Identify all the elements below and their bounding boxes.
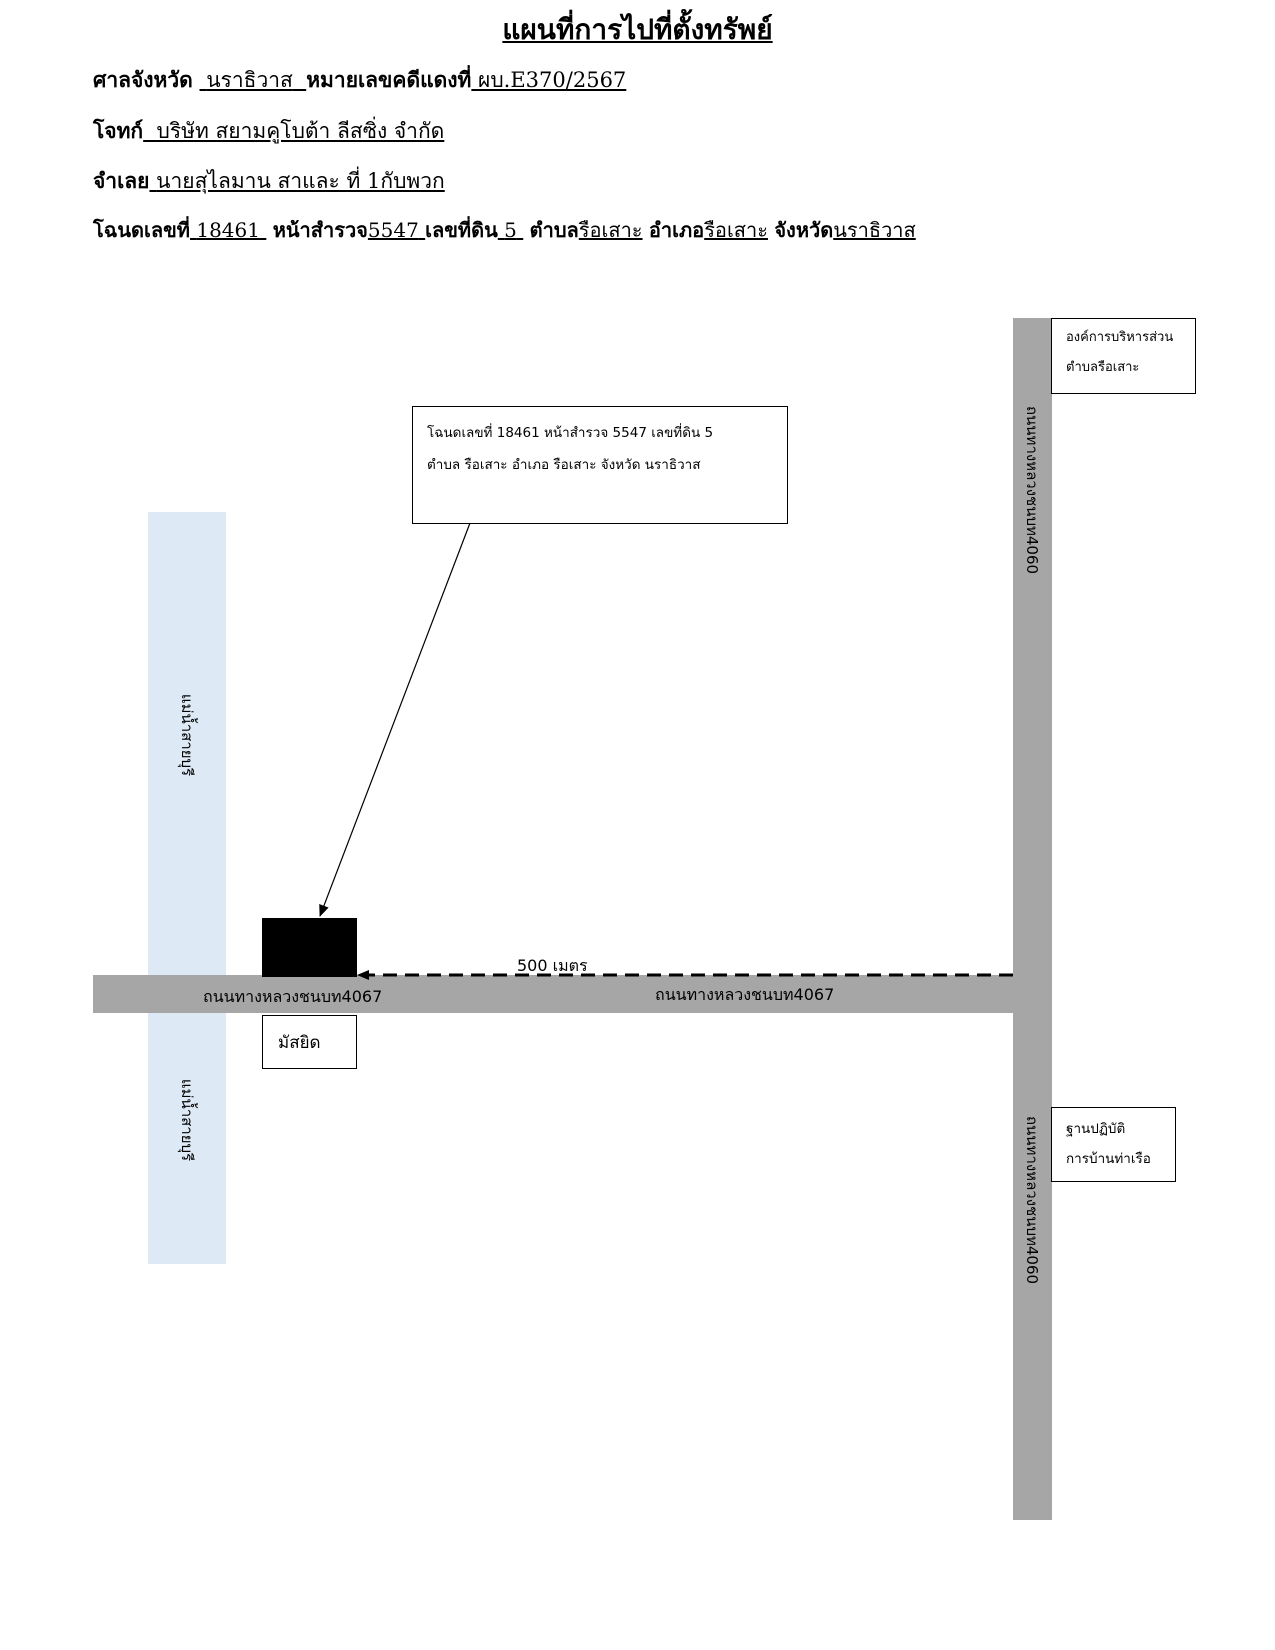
road-4060 — [1013, 318, 1052, 1520]
deed-label: โฉนดเลขที่ — [93, 218, 190, 242]
land-value: 5 — [504, 218, 517, 242]
landmark-tao: องค์การบริหารส่วน ตำบลรือเสาะ — [1051, 318, 1196, 394]
defendant-value: นายสุไลมาน สาและ ที่ 1กับพวก — [156, 169, 445, 193]
callout-arrow — [319, 522, 471, 917]
plaintiff-line: โจทก์ บริษัท สยามคูโบต้า ลีสซิ่ง จำกัด — [93, 115, 444, 148]
district-label: อำเภอ — [648, 218, 705, 242]
court-label: ศาลจังหวัด — [93, 67, 193, 92]
land-label: เลขที่ดิน — [425, 218, 498, 242]
court-line: ศาลจังหวัด นราธิวาส หมายเลขคดีแดงที่ ผบ.… — [93, 64, 626, 97]
road-4067-label-left: ถนนทางหลวงชนบท4067 — [203, 987, 383, 1006]
landmark-tao-line-2: ตำบลรือเสาะ — [1066, 360, 1140, 375]
callout-line-1: โฉนดเลขที่ 18461 หน้าสำรวจ 5547 เลขที่ดิ… — [427, 425, 714, 441]
defendant-label: จำเลย — [93, 168, 150, 193]
property-callout: โฉนดเลขที่ 18461 หน้าสำรวจ 5547 เลขที่ดิ… — [412, 406, 788, 524]
plaintiff-value: บริษัท สยามคูโบต้า ลีสซิ่ง จำกัด — [156, 119, 445, 143]
case-value: ผบ.E370/2567 — [478, 68, 627, 92]
landmark-base: ฐานปฏิบัติ การบ้านท่าเรือ — [1051, 1107, 1176, 1182]
property-parcel — [262, 918, 357, 977]
court-value: นราธิวาส — [206, 68, 293, 92]
district-value: รือเสาะ — [704, 218, 768, 242]
survey-label: หน้าสำรวจ — [272, 218, 368, 242]
defendant-line: จำเลย นายสุไลมาน สาและ ที่ 1กับพวก — [93, 165, 445, 198]
plaintiff-label: โจทก์ — [93, 118, 144, 143]
survey-value: 5547 — [367, 218, 419, 242]
distance-label: 500 เมตร — [517, 956, 588, 975]
landmark-mosque: มัสยิด — [262, 1015, 357, 1069]
callout-line-2: ตำบล รือเสาะ อำเภอ รือเสาะ จังหวัด นราธิ… — [427, 457, 701, 473]
subdistrict-label: ตำบล — [529, 218, 579, 242]
road-4067 — [93, 975, 1052, 1013]
landmark-base-line-1: ฐานปฏิบัติ — [1066, 1121, 1126, 1137]
road-4067-label-right: ถนนทางหลวงชนบท4067 — [655, 985, 835, 1004]
case-label: หมายเลขคดีแดงที่ — [306, 67, 472, 92]
landmark-tao-line-1: องค์การบริหารส่วน — [1066, 330, 1174, 345]
page-title: แผนที่การไปที่ตั้งทรัพย์ — [502, 13, 773, 46]
deed-line: โฉนดเลขที่ 18461 หน้าสำรวจ5547 เลขที่ดิน… — [93, 214, 916, 246]
subdistrict-value: รือเสาะ — [578, 218, 643, 242]
river — [148, 512, 226, 1264]
province-label: จังหวัด — [774, 218, 834, 242]
deed-value: 18461 — [196, 218, 260, 242]
landmark-base-line-2: การบ้านท่าเรือ — [1066, 1151, 1151, 1167]
province-value: นราธิวาส — [833, 218, 916, 242]
